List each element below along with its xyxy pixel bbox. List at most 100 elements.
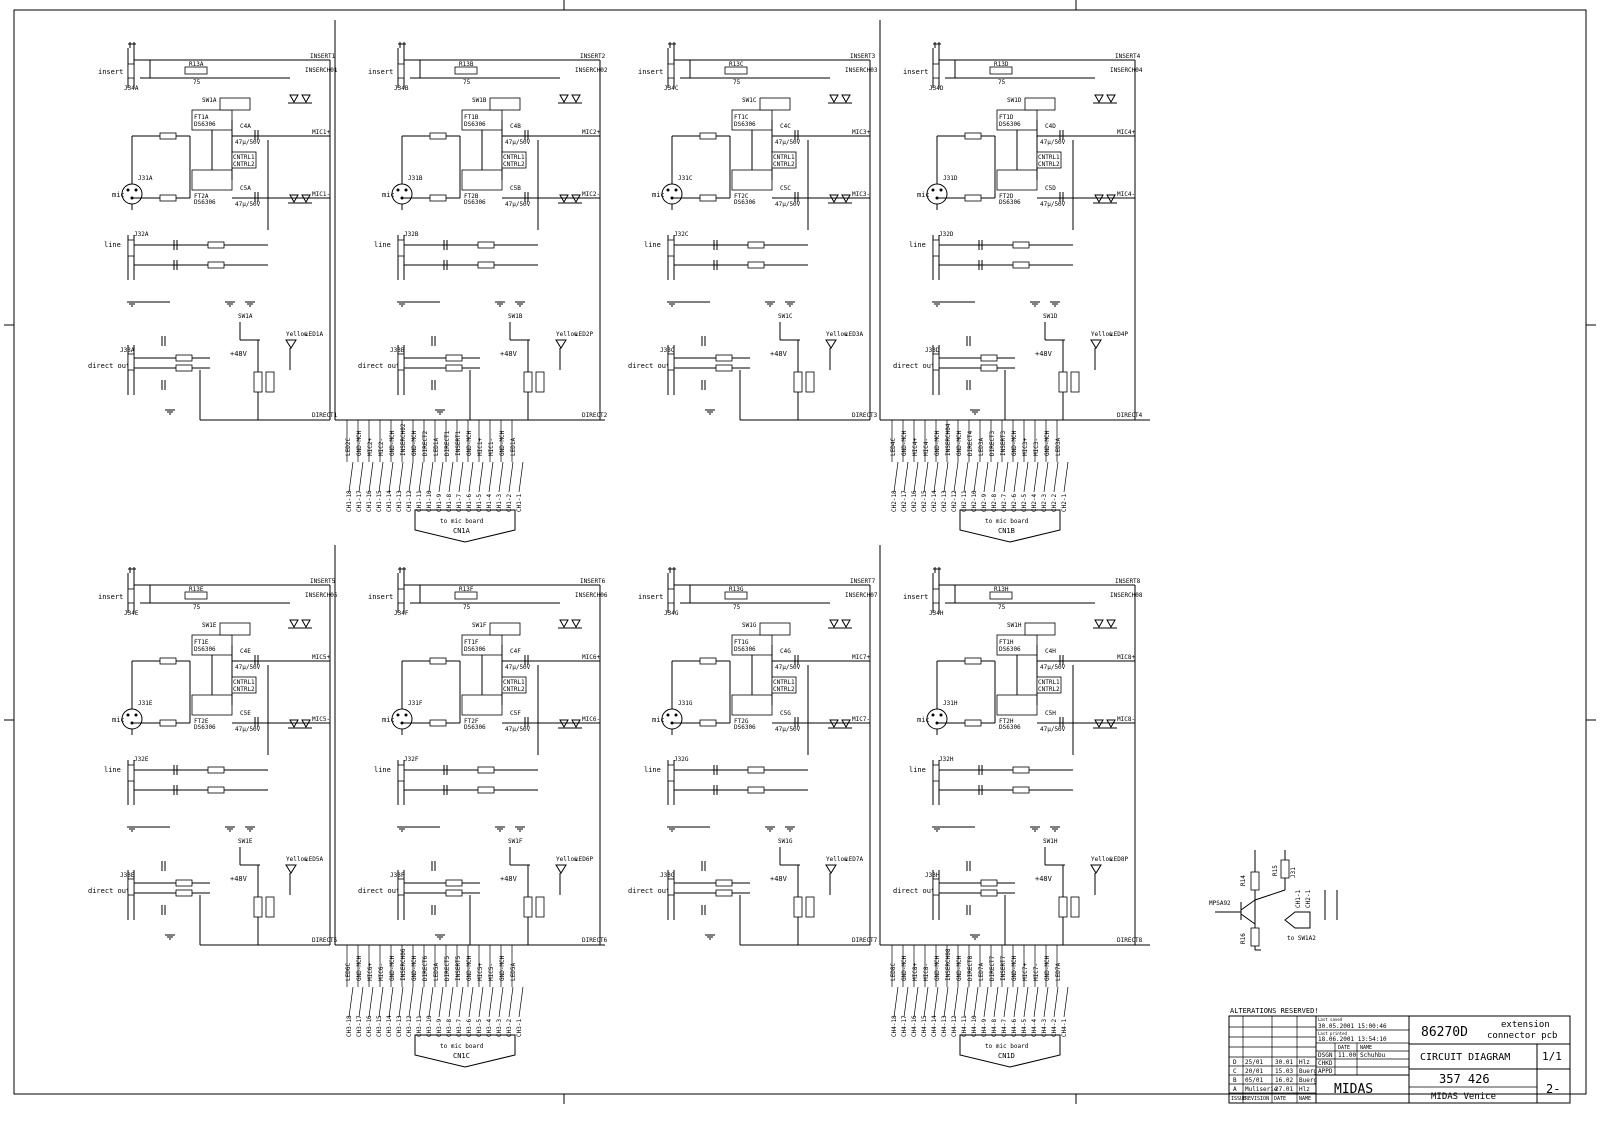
direct-net-label: DIRECT8	[1117, 937, 1143, 944]
insert-jack-icon	[932, 63, 940, 79]
insert-jack-icon	[397, 588, 405, 604]
product-name: MIDAS Venice	[1431, 1092, 1496, 1102]
insert-jack-ref: J34A	[124, 85, 139, 92]
xlr-connector-icon	[121, 708, 143, 730]
connector-net-label: LED6C	[345, 963, 352, 981]
mic-minus-net: MIC5-	[312, 716, 330, 723]
direct-jack-ref: J33B	[390, 347, 405, 354]
mic-minus-net: MIC4-	[1117, 191, 1135, 198]
insert-jack-icon	[667, 63, 675, 79]
connector-pin-label: CH1-13	[396, 490, 403, 512]
fet-top-part: DS6306	[194, 646, 216, 653]
connector-net-label: INSERCH04	[945, 423, 952, 456]
connector-net-label: DIRECT8	[967, 955, 974, 981]
insert-jack-ref: J34F	[394, 610, 409, 617]
connector-name: CN1A	[453, 527, 471, 535]
connector-net-label: MIC4+	[912, 438, 919, 456]
mic-minus-net: MIC3-	[852, 191, 870, 198]
xlr-connector-icon	[661, 183, 683, 205]
phantom-label: +48V	[770, 875, 788, 883]
phantom-label: +48V	[230, 350, 248, 358]
revision-text: 20/01	[1245, 1068, 1263, 1075]
cap-bottom-value: 47µ/50V	[235, 726, 261, 733]
insert-net-label: INSERT7	[850, 578, 876, 585]
insert-jack-ref: J34B	[394, 85, 409, 92]
connector-pin-label: CH4-1	[1061, 1019, 1068, 1037]
cap-top-value: 47µ/50V	[1040, 139, 1066, 146]
fet-top-ref: FT1E	[194, 639, 209, 646]
insert-net-label: INSERT6	[580, 578, 606, 585]
fet-top-part: DS6306	[734, 121, 756, 128]
connector-pin-label: CH4-18	[891, 1015, 898, 1037]
connector-pin-label: CH1-3	[496, 494, 503, 512]
connector-pin-label: CH1-7	[456, 494, 463, 512]
fet-top-ref: FT1A	[194, 114, 209, 121]
direct-net-label: DIRECT2	[582, 412, 608, 419]
line-jack-ref: J32D	[939, 231, 954, 238]
cap-top-value: 47µ/50V	[235, 664, 261, 671]
connector-pin-label: CH1-9	[436, 494, 443, 512]
connector-name: CN1D	[998, 1052, 1015, 1060]
connector-net-label: GND-MCH	[901, 430, 908, 456]
line-jack-ref: J32C	[674, 231, 689, 238]
insert-resistor-value: 75	[193, 79, 201, 86]
connector-net-label: DIRECT1	[444, 430, 451, 456]
led-color-label: Yellow	[1091, 331, 1113, 338]
insert-resistor-value: 75	[463, 79, 471, 86]
connector-net-label: LED3A	[1055, 438, 1062, 456]
connector-net-label: LED2C	[345, 438, 352, 456]
aux-r3-label: R16	[1240, 933, 1247, 944]
line-label: line	[644, 241, 661, 249]
connector-pin-label: CH2-5	[1021, 494, 1028, 512]
connector-pin-label: CH2-16	[911, 490, 918, 512]
insert-net-label: INSERT8	[1115, 578, 1141, 585]
connector-pin-label: CH2-12	[951, 490, 958, 512]
connector-net-label: GND-MCH	[956, 430, 963, 456]
line-label: line	[374, 766, 391, 774]
mic-plus-net: MIC4+	[1117, 129, 1135, 136]
channel-strips: insertJ34AR13A75INSERT1INSERCH01micJ31AS…	[88, 42, 1143, 946]
insert-resistor-value: 75	[463, 604, 471, 611]
fet-bottom-ref: FT2H	[999, 718, 1014, 725]
led-net-label: LED8P	[1110, 856, 1128, 863]
cap-top-value: 47µ/50V	[1040, 664, 1066, 671]
cap-top-value: 47µ/50V	[505, 139, 531, 146]
revision-date: 15.03	[1275, 1068, 1293, 1075]
connector-net-label: MIC1-	[488, 438, 495, 456]
insert-label: insert	[368, 68, 393, 76]
fet-bottom-ref: FT2A	[194, 193, 209, 200]
connector-net-label: GND-MCH	[411, 430, 418, 456]
mic-plus-net: MIC6+	[582, 654, 600, 661]
led-switch-ref: SW1F	[508, 838, 523, 845]
connector-pin-label: CH1-11	[416, 490, 423, 512]
connector-pin-label: CH3-18	[346, 1015, 353, 1037]
switch-ref: SW1D	[1007, 97, 1022, 104]
fet-bottom-part: DS6306	[464, 724, 486, 731]
channel-d: insertJ34DR13D75INSERT4INSERCH04micJ31DS…	[893, 42, 1143, 421]
connector-pin-label: CH4-11	[961, 1015, 968, 1037]
connector-net-label: INSERT1	[455, 430, 462, 456]
connector-net-label: INSERT7	[1000, 955, 1007, 981]
aux-net-a-label: CH1-1	[1295, 890, 1302, 908]
insert-jack-icon	[397, 63, 405, 79]
connector-net-label: LED7A	[978, 963, 985, 981]
direct-jack-ref: J33G	[660, 872, 675, 879]
cap-bottom-value: 47µ/50V	[775, 726, 801, 733]
direct-out-label: direct out	[893, 887, 935, 895]
led-switch-ref: SW1A	[238, 313, 253, 320]
connector-net-label: GND-MCH	[389, 430, 396, 456]
insert-label: insert	[98, 593, 123, 601]
aux-jack-label: J31	[1290, 867, 1297, 878]
connector-net-label: GND-MCH	[934, 955, 941, 981]
connector-pin-label: CH3-5	[476, 1019, 483, 1037]
channel-f: insertJ34FR13F75INSERT6INSERCH06micJ31FS…	[358, 567, 608, 946]
connector-pin-label: CH2-15	[921, 490, 928, 512]
line-jack-ref: J32F	[404, 756, 419, 763]
led-icon	[825, 339, 837, 349]
control-2-label: CNTRL2	[503, 686, 525, 693]
connector-pin-label: CH1-14	[386, 490, 393, 512]
connector-net-label: MIC8+	[912, 963, 919, 981]
led-net-label: LED6P	[575, 856, 593, 863]
